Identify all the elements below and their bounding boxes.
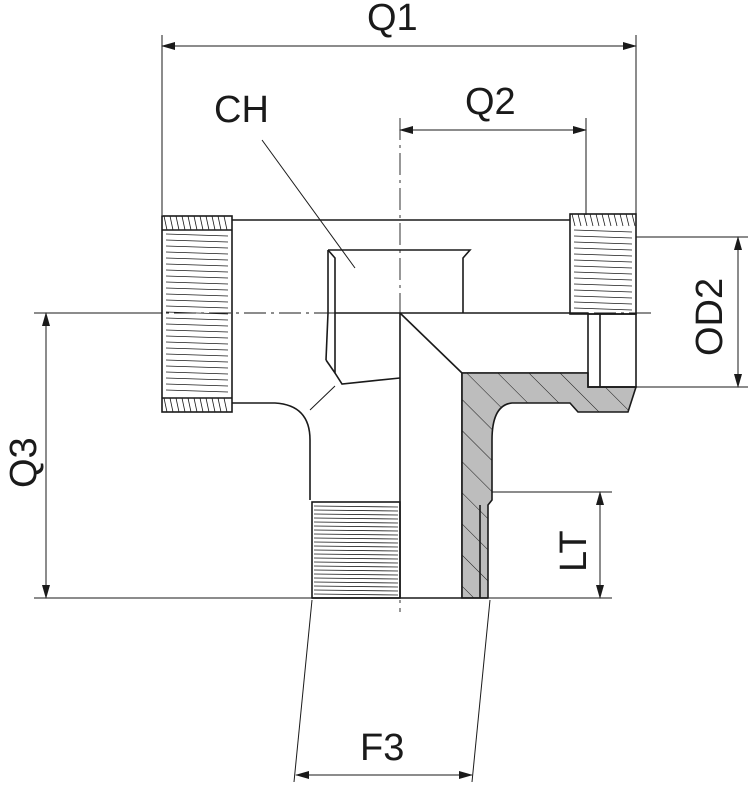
left-run-thread [161, 215, 233, 413]
label-q2: Q2 [465, 81, 516, 123]
label-ch: CH [214, 89, 269, 131]
ch-leader-line [261, 139, 356, 269]
section-half [312, 312, 638, 599]
label-lt: LT [553, 530, 595, 572]
hex-flat [309, 249, 472, 411]
dimension-lines [42, 42, 742, 779]
fitting-body [161, 213, 638, 599]
label-f3: F3 [360, 727, 404, 769]
branch-thread [311, 501, 401, 599]
extension-lines [34, 35, 748, 783]
label-q1: Q1 [367, 0, 418, 39]
right-run-thread [569, 213, 637, 315]
label-od2: OD2 [689, 278, 731, 356]
section-hatch [461, 372, 638, 599]
label-q3: Q3 [3, 437, 45, 488]
